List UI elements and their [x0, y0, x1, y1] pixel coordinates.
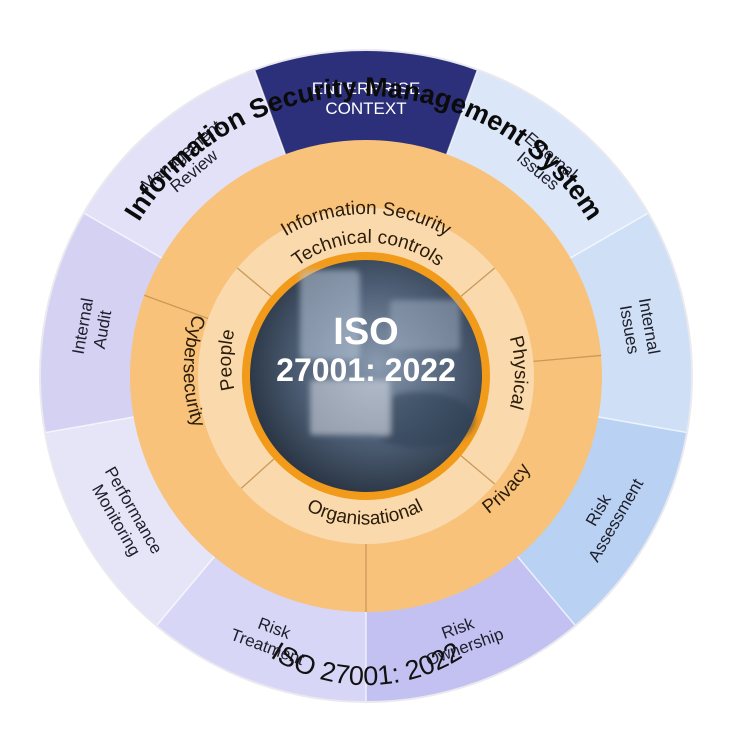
ring-divider	[460, 455, 496, 485]
core-title: ISO	[333, 311, 398, 353]
ring-divider	[460, 267, 496, 297]
ring-divider	[144, 294, 209, 320]
core-subtitle: 27001: 2022	[276, 352, 456, 388]
ring-divider	[533, 354, 602, 363]
middle-dividers-group	[144, 294, 602, 612]
ring-label-people: People	[215, 327, 239, 392]
ring-divider	[236, 267, 272, 297]
core-photo-details	[300, 270, 475, 448]
outer-label-line: CONTEXT	[325, 99, 406, 118]
outer-label-line: ENTERPRISE	[312, 79, 421, 98]
ring-divider	[240, 458, 275, 489]
inner-dividers-group	[236, 267, 496, 489]
